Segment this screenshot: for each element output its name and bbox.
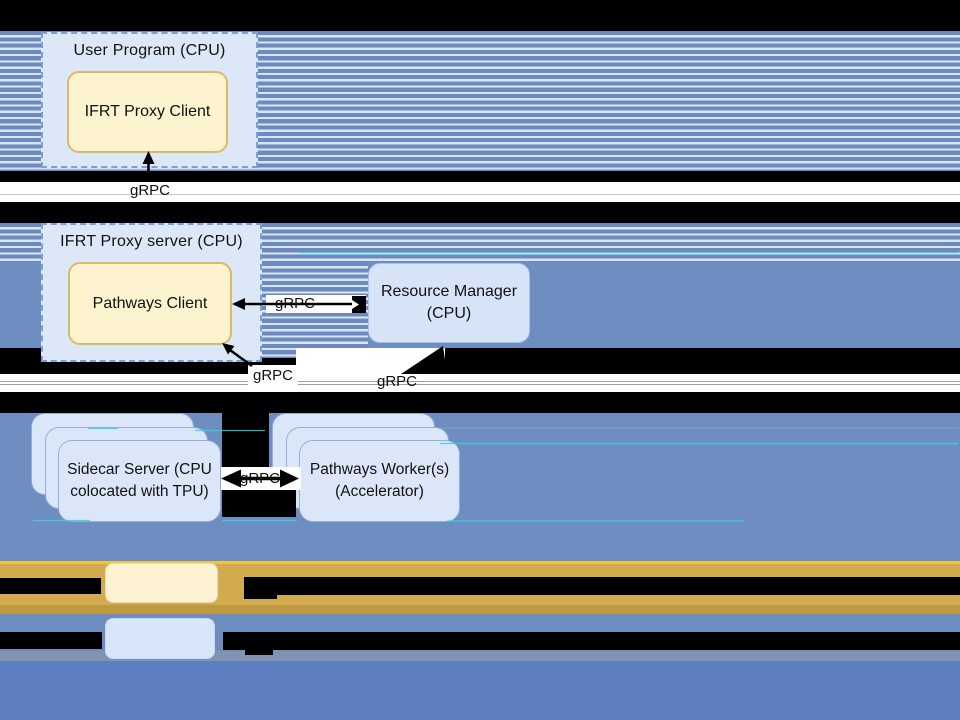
resource-manager-line2: (CPU) xyxy=(426,305,472,322)
redacted-text-bar xyxy=(223,632,960,650)
background-bottom-blue xyxy=(0,661,960,720)
user-program-title: User Program (CPU) xyxy=(73,42,226,59)
pathways-worker-line2: (Accelerator) xyxy=(335,483,424,500)
ifrt-proxy-server-title: IFRT Proxy server (CPU) xyxy=(60,233,243,250)
grpc-label-user-proxy: gRPC xyxy=(129,182,170,199)
sidecar-server-line1: Sidecar Server (CPU xyxy=(67,461,212,478)
redacted-text-bar xyxy=(0,632,102,649)
arrow-into-pathways-client xyxy=(222,343,253,368)
pathways-worker-box: Pathways Worker(s) (Accelerator) xyxy=(299,440,460,522)
label-backplate xyxy=(248,365,298,391)
artifact-black-gap-top xyxy=(222,412,269,467)
redacted-text-bar xyxy=(245,650,273,655)
arrow-rm-down-wedge xyxy=(401,346,447,374)
redacted-text-bar xyxy=(244,577,960,595)
ifrt-proxy-client-box: IFRT Proxy Client xyxy=(67,71,228,153)
resource-manager-box: Resource Manager (CPU) xyxy=(368,263,530,343)
resource-manager-line1: Resource Manager xyxy=(380,283,518,300)
redacted-text-bar xyxy=(244,595,277,599)
background-white-band-1 xyxy=(0,182,960,202)
redacted-text-bar xyxy=(0,578,101,594)
pathways-client-box: Pathways Client xyxy=(68,262,232,345)
grpc-label-client-rm: gRPC xyxy=(274,295,315,312)
background-white-band-2 xyxy=(0,374,960,392)
grpc-label-stacks: gRPC xyxy=(239,470,280,487)
background-gray-strip xyxy=(0,651,960,661)
legend-swatch-yellow xyxy=(105,563,218,603)
ifrt-proxy-client-label: IFRT Proxy Client xyxy=(84,103,211,120)
sidecar-server-line2: colocated with TPU) xyxy=(70,483,209,500)
arrow-user-to-proxy xyxy=(142,151,155,182)
legend-swatch-blue xyxy=(105,618,215,659)
grpc-label-rm-worker: gRPC xyxy=(376,373,417,390)
grpc-label-server-sidecar: gRPC xyxy=(252,367,293,384)
artifact-black-gap-bottom xyxy=(222,490,296,517)
pathways-client-label: Pathways Client xyxy=(92,294,208,312)
arrow-client-to-rm xyxy=(232,296,366,313)
pathways-worker-line1: Pathways Worker(s) xyxy=(309,461,450,478)
sidecar-server-box: Sidecar Server (CPU colocated with TPU) xyxy=(58,440,221,522)
arrow-sidecar-to-worker xyxy=(221,469,299,488)
